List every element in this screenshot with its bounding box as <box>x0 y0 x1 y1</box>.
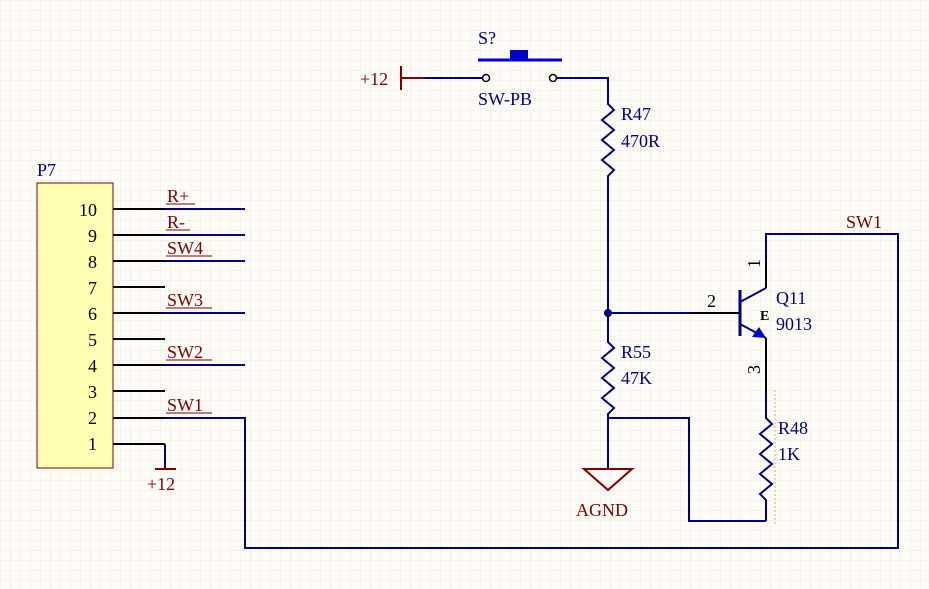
net-label-r-plus: R+ <box>167 186 189 206</box>
wire-gnd-to-r48[interactable] <box>608 417 766 522</box>
switch-value: SW-PB <box>478 89 532 109</box>
pin-number-10: 10 <box>79 200 97 220</box>
resistor-r48[interactable]: R48 1K <box>758 390 808 525</box>
resistor-r55[interactable]: R55 47K <box>600 337 652 418</box>
switch-designator: S? <box>478 28 496 48</box>
r55-value: 47K <box>621 368 652 388</box>
pin-number-9: 9 <box>88 226 97 246</box>
pin-number-2: 2 <box>88 408 97 428</box>
connector-p7[interactable]: P7 10 9 8 7 6 5 4 3 2 1 <box>36 160 165 469</box>
r48-value: 1K <box>778 444 800 464</box>
switch-s[interactable]: S? SW-PB <box>478 28 562 109</box>
power-label-p12-bottom: +12 <box>147 474 175 494</box>
pin-number-3: 3 <box>88 382 97 402</box>
power-port-p12-bottom[interactable]: +12 <box>147 468 176 494</box>
r47-value: 470R <box>621 131 660 151</box>
emitter-arrow-icon <box>752 327 766 338</box>
wire-switch-to-r47[interactable] <box>557 77 609 98</box>
q11-value: 9013 <box>776 314 812 334</box>
power-label-p12-left: +12 <box>360 69 388 89</box>
pin-number-6: 6 <box>88 304 97 324</box>
ground-label: AGND <box>576 500 628 520</box>
transistor-q11[interactable]: 2 1 3 E Q11 9013 <box>690 259 812 392</box>
wire-sw1-loop[interactable] <box>165 233 899 549</box>
net-label-sw3: SW3 <box>167 290 203 310</box>
r55-designator: R55 <box>621 342 651 362</box>
pin-number-8: 8 <box>88 252 97 272</box>
q11-emitter-marker: E <box>760 309 769 324</box>
pin-number-7: 7 <box>88 278 97 298</box>
power-port-p12-left[interactable]: +12 <box>360 66 425 90</box>
net-label-sw2: SW2 <box>167 342 203 362</box>
resistor-r47[interactable]: R47 470R <box>600 98 660 182</box>
pin-number-1: 1 <box>88 434 97 454</box>
q11-designator: Q11 <box>776 288 806 308</box>
net-label-sw1-right: SW1 <box>846 212 882 232</box>
connector-body[interactable] <box>36 182 114 469</box>
ground-agnd[interactable]: AGND <box>576 468 635 520</box>
q11-pin-emitter: 3 <box>744 365 764 374</box>
r48-designator: R48 <box>778 418 808 438</box>
q11-pin-collector: 1 <box>744 259 764 268</box>
connector-designator: P7 <box>37 160 56 180</box>
net-label-sw4: SW4 <box>167 238 203 258</box>
net-label-sw1: SW1 <box>167 395 203 415</box>
pin-number-4: 4 <box>88 356 97 376</box>
r47-designator: R47 <box>621 104 651 124</box>
net-label-r-minus: R- <box>167 212 185 232</box>
q11-pin-base: 2 <box>707 291 716 311</box>
pin-number-5: 5 <box>88 330 97 350</box>
